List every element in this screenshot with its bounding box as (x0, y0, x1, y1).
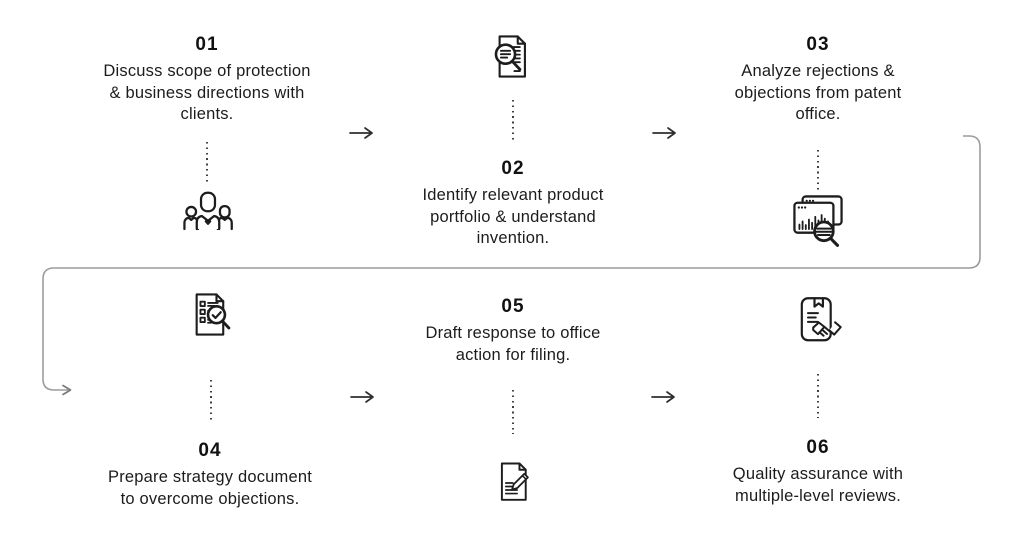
step-02-description: Identify relevant product portfolio & un… (422, 186, 604, 247)
step-05: 05 Draft response to office action for f… (368, 296, 658, 366)
step-03: 03 Analyze rejections & objections from … (673, 34, 963, 126)
arrow-step4-to-step5-icon (350, 390, 376, 409)
step-05-number: 05 (501, 296, 525, 317)
step-03-dotted-connector (817, 150, 819, 192)
step-04-number: 04 (198, 440, 222, 461)
step-06: 06 Quality assurance with multiple-level… (673, 437, 963, 507)
document-handshake-icon (790, 293, 846, 349)
step-04: 04 Prepare strategy document to overcome… (62, 440, 358, 510)
step-05-dotted-connector (512, 390, 514, 434)
step-01: 01 Discuss scope of protection & busines… (62, 34, 352, 126)
team-icon (179, 185, 237, 243)
step-01-number: 01 (195, 34, 219, 55)
step-06-number: 06 (806, 437, 830, 458)
document-pencil-icon (489, 458, 539, 508)
step-04-dotted-connector (210, 380, 212, 422)
step-04-description: Prepare strategy document to overcome ob… (107, 468, 313, 508)
step-06-dotted-connector (817, 374, 819, 418)
arrow-step2-to-step3-icon (652, 126, 678, 145)
step-03-description: Analyze rejections & objections from pat… (734, 62, 902, 123)
arrow-step5-to-step6-icon (651, 390, 677, 409)
analytics-windows-magnifier-icon (789, 191, 847, 249)
step-01-dotted-connector (206, 142, 208, 184)
step-02: 02 Identify relevant product portfolio &… (368, 158, 658, 250)
checklist-magnifier-check-icon (184, 289, 238, 343)
step-01-description: Discuss scope of protection & business d… (103, 62, 311, 123)
step-06-description: Quality assurance with multiple-level re… (732, 465, 904, 505)
arrow-step1-to-step2-icon (349, 126, 375, 145)
loop-arrowhead-icon (62, 384, 72, 396)
step-02-number: 02 (501, 158, 525, 179)
step-02-dotted-connector (512, 100, 514, 140)
document-magnifier-icon (484, 31, 538, 85)
step-05-description: Draft response to office action for fili… (425, 324, 601, 364)
step-03-number: 03 (806, 34, 830, 55)
